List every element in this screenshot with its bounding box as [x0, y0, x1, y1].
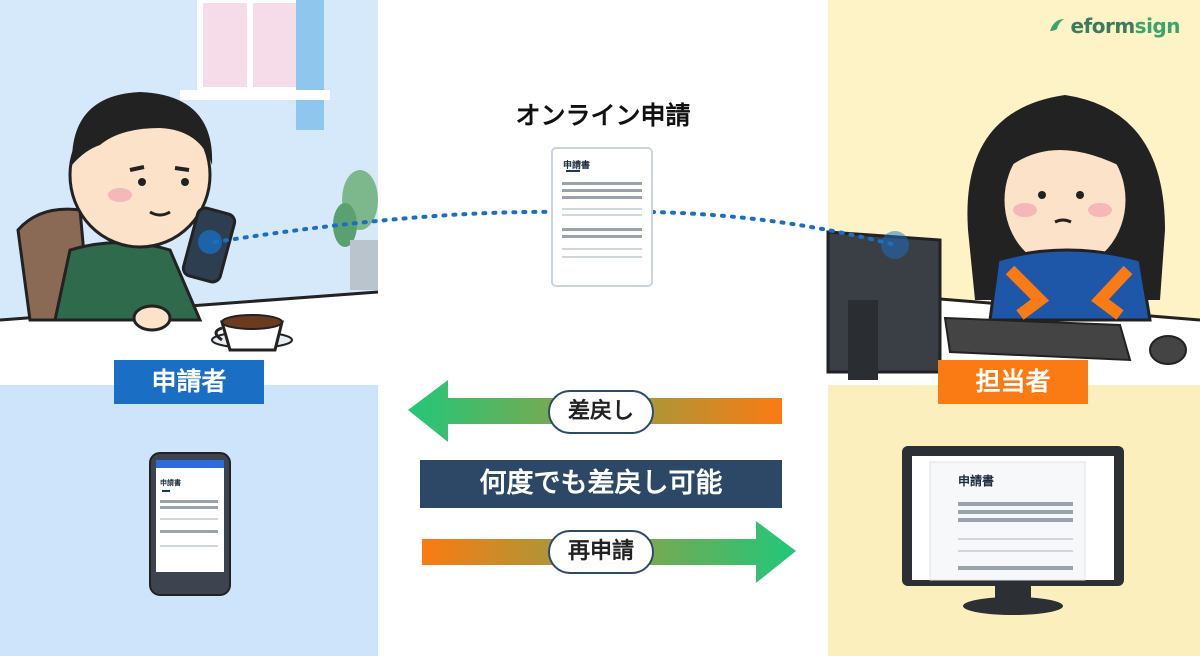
connection-line-right: [650, 210, 897, 247]
coffee-cup-illustration: [211, 314, 293, 352]
phone-illustration: [149, 452, 231, 596]
staff-person-illustration: [967, 95, 1165, 322]
monitor-form-heading: 申請書: [958, 474, 995, 488]
page-title: オンライン申請: [515, 101, 691, 130]
center-form-heading: 申請書: [563, 161, 591, 171]
logo-text-main: eform: [1070, 14, 1135, 38]
connection-dot: [881, 231, 909, 259]
applicant-person-illustration: [53, 92, 237, 332]
logo-text-accent: sign: [1134, 14, 1181, 38]
phone-form-heading: 申請書: [160, 479, 181, 487]
logo-mark-icon: [1050, 19, 1065, 31]
keyboard-illustration: [943, 316, 1132, 362]
applicant-label: 申請者: [114, 360, 264, 404]
reapply-label: 再申請: [548, 530, 654, 574]
connection-line-left: [213, 209, 562, 244]
staff-monitor-illustration: [826, 230, 942, 380]
return-label: 差戻し: [548, 390, 654, 434]
window-illustration: [180, 0, 330, 130]
staff-label: 担当者: [938, 360, 1088, 404]
desktop-monitor-illustration: [902, 446, 1124, 615]
eformsign-logo: eformsign: [1048, 14, 1181, 38]
center-form-card: [551, 147, 653, 287]
plant-illustration: [333, 170, 378, 290]
mouse-illustration: [1149, 335, 1187, 365]
resubmit-banner: 何度でも差戻し可能: [420, 460, 782, 508]
